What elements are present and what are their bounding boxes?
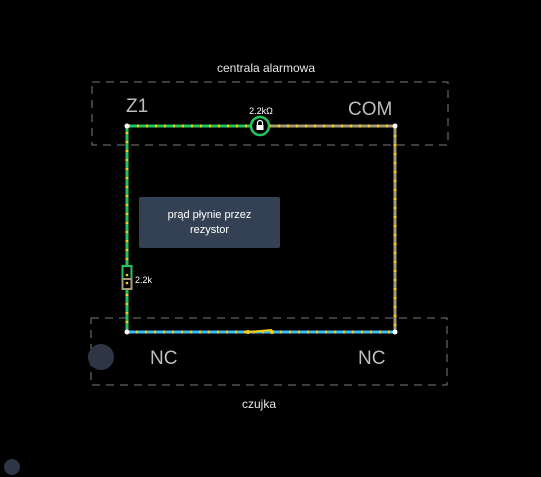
resistor-left-dot [125,273,129,277]
terminal-label-z1: Z1 [126,96,148,117]
resistor-left-label: 2.2k [135,275,153,285]
sensor-contact-switch [247,329,273,333]
corner-marker[interactable] [4,459,20,475]
resistor-top[interactable] [249,115,271,137]
terminal-point-com [392,123,398,129]
lock-icon-body [256,125,264,130]
terminal-point-nc-right [392,329,398,335]
terminal-point-z1 [124,123,130,129]
alarm-panel-title: centrala alarmowa [217,61,315,75]
terminal-label-com: COM [348,99,392,120]
terminal-point-nc-left [124,329,130,335]
sensor-contact-left [246,330,250,334]
drag-handle-marker[interactable] [88,344,114,370]
wire-return [260,124,397,332]
lock-icon [256,119,264,125]
info-tooltip: prąd płynie przez rezystor [139,197,280,248]
terminal-label-nc-left: NC [150,348,177,369]
resistor-left-dot-lower [125,281,129,285]
terminal-label-nc-right: NC [358,348,385,369]
resistor-left[interactable] [121,265,133,290]
sensor-contact-right [270,330,274,334]
sensor-title: czujka [242,397,276,411]
info-tooltip-text: prąd płynie przez rezystor [167,208,252,236]
wire-return-dots [260,124,397,332]
resistor-top-label: 2.2kΩ [249,106,273,116]
